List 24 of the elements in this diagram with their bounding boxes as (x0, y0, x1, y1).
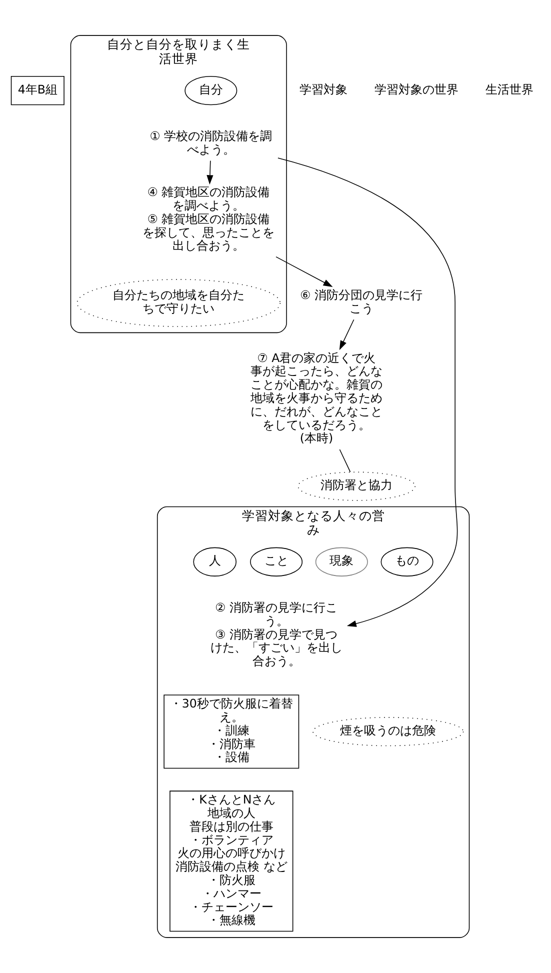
node-ellipse: 煙を吸うのは危険 (312, 717, 464, 746)
node-text: ① 学校の消防設備を調べよう。 (150, 129, 272, 157)
arrow (339, 319, 354, 350)
node-text: ⑦ A君の家の近くで火事が起こったら、どんなことが心配かな。雑賀の地域を火事から守るために、だれが、どんなことをしているだろう。 (本時) (250, 350, 382, 446)
node-ellipse: 人 (193, 547, 237, 576)
label: 学習対象の世界 (374, 82, 458, 96)
node-ellipse: 自分たちの地域を自分たちで守りたい (76, 279, 281, 327)
node-ellipse: 自分 (184, 76, 238, 106)
node-ellipse: もの (380, 547, 434, 576)
arrow (206, 160, 214, 185)
node-box: 4年B組 (10, 76, 64, 106)
arrow (276, 256, 333, 287)
node-ellipse: こと (250, 547, 303, 576)
node-box: ・KさんとNさん 地域の人 普段は別の仕事 ・ボランティア 火の用心の呼びかけ 消防設備の点検 など ・防火服 ・ハンマー ・チェーンソー ・無線機 (170, 790, 294, 932)
connector (339, 449, 351, 472)
node-box: ・30秒で防火服に着替え。 ・訓練 ・消防車 ・設備 (164, 694, 300, 769)
arrow (278, 158, 458, 627)
node-ellipse: 現象 (315, 547, 368, 576)
node-ellipse: 消防署と協力 (298, 472, 416, 501)
label: 生活世界 (485, 82, 534, 96)
node-text: ⑥ 消防分団の見学に行こう (300, 288, 423, 316)
label: 学習対象 (300, 82, 348, 96)
node-text: ④ 雑賀地区の消防設備を調べよう。 ⑤ 雑賀地区の消防設備を探して、思ったことを出し合おう。 (142, 185, 275, 253)
node-text: ② 消防署の見学に行こう。 ③ 消防署の見学で見つけた、「すごい」を出し合おう。 (210, 600, 342, 668)
